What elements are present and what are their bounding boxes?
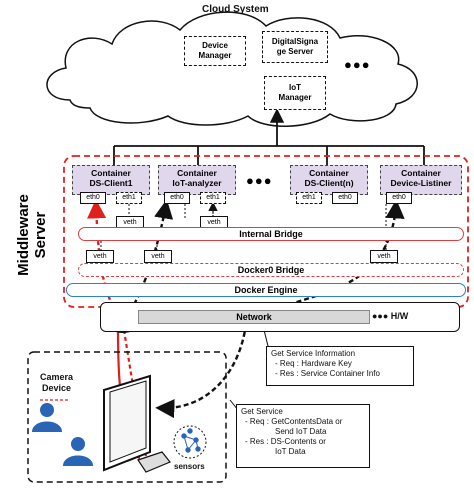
veth-ds-client1-internal: veth: [116, 216, 144, 229]
service-info-title: Get Service Information: [271, 349, 356, 358]
camera-device-box: [27, 351, 227, 483]
container-iot-analyzer: Container IoT-analyzer: [158, 165, 236, 195]
cloud-more-dots: ●●●: [344, 57, 371, 72]
get-service-req2: Send IoT Data: [275, 427, 327, 436]
container-name: IoT-analyzer: [172, 178, 222, 188]
get-service-req1: - Req : GetContentsData or: [245, 417, 343, 426]
eth0-ds-clientn: eth0: [332, 192, 358, 204]
iot-manager-line1: IoT: [289, 83, 301, 92]
container-device-listiner: Container Device-Listiner: [380, 165, 462, 195]
veth-device-listiner-docker: veth: [370, 250, 398, 263]
hw-label: ●●● H/W: [372, 311, 409, 321]
black-arrow-device: [155, 323, 248, 419]
camera-device-line1: Camera: [40, 372, 74, 382]
user-icon: [32, 403, 93, 466]
middleware-label-line1: Middleware: [15, 194, 32, 276]
internal-bridge: Internal Bridge: [78, 227, 464, 241]
camera-device-label: Camera Device: [40, 372, 73, 394]
container-name: DS-Client1: [89, 178, 133, 188]
digital-signage-line2: ge Server: [276, 47, 314, 56]
container-more-dots: ●●●: [246, 173, 273, 188]
network-bar: Network: [138, 310, 370, 324]
cloud-title: Cloud System: [202, 4, 269, 15]
get-service-callout: Get Service - Req : GetContentsData or S…: [236, 404, 370, 468]
device-manager-line1: Device: [202, 41, 228, 50]
veth-iot-analyzer-docker: veth: [144, 250, 172, 263]
eth1-ds-client1: eth1: [116, 192, 142, 204]
service-info-res: - Res : Service Container Info: [275, 369, 380, 378]
eth0-iot-analyzer: eth0: [164, 192, 190, 204]
sensors-icon: [173, 425, 207, 459]
device-manager-line2: Manager: [198, 51, 232, 60]
middleware-label: Middleware Server: [8, 160, 56, 310]
docker0-bridge: Docker0 Bridge: [78, 263, 464, 277]
container-name: Device-Listiner: [390, 178, 452, 188]
eth0-device-listiner: eth0: [386, 192, 412, 204]
container-title: Container: [309, 168, 349, 178]
middleware-label-line2: Server: [32, 211, 49, 259]
container-title: Container: [91, 168, 131, 178]
digital-signage-line1: DigitalSigna: [271, 37, 319, 46]
middleware-border: [63, 155, 469, 308]
sensors-label: sensors: [174, 462, 205, 471]
container-name: DS-Client(n): [304, 178, 354, 188]
get-service-res1: - Res : DS-Contents or: [245, 437, 326, 446]
iot-manager-line2: Manager: [278, 93, 312, 102]
docker-engine: Docker Engine: [66, 283, 466, 297]
eth0-ds-client1: eth0: [80, 192, 106, 204]
eth1-iot-analyzer: eth1: [200, 192, 226, 204]
service-info-req: - Req : Hardware Key: [275, 359, 352, 368]
eth1-ds-clientn: eth1: [296, 192, 322, 204]
get-service-title: Get Service: [241, 407, 283, 416]
monitor-illustration: [103, 374, 171, 473]
service-info-callout: Get Service Information - Req : Hardware…: [266, 346, 414, 386]
container-title: Container: [401, 168, 441, 178]
container-ds-clientn: Container DS-Client(n): [290, 165, 368, 195]
veth-ds-client1-docker: veth: [86, 250, 114, 263]
container-ds-client1: Container DS-Client1: [72, 165, 150, 195]
camera-device-line2: Device: [42, 383, 72, 393]
container-title: Container: [177, 168, 217, 178]
get-service-res2: IoT Data: [275, 447, 306, 456]
